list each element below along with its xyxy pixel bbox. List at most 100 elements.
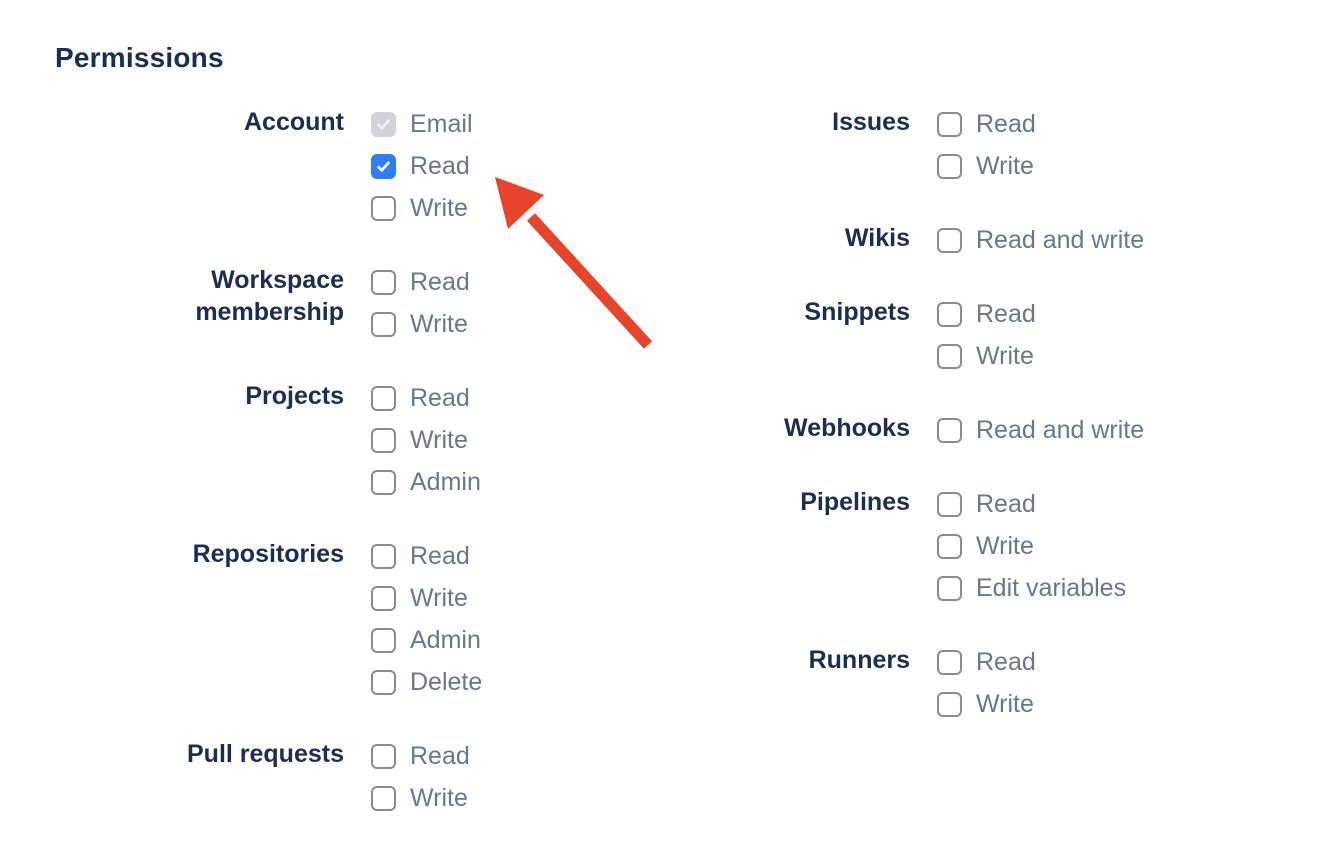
checkbox-option-pipelines-read[interactable]: Read — [937, 483, 1126, 525]
checkbox-label: Read and write — [976, 225, 1145, 254]
permissions-column-left: Account Email Read Write Workspace membe… — [55, 103, 482, 844]
group-label: Issues — [832, 108, 910, 136]
checkbox[interactable] — [371, 785, 396, 811]
group-options: Read Write Edit variables — [937, 483, 1126, 609]
checkbox-label: Read — [410, 383, 470, 412]
checkbox[interactable] — [937, 533, 962, 559]
checkbox-option-pull-requests-read[interactable]: Read — [371, 735, 470, 777]
group-label: Projects — [245, 382, 344, 410]
checkbox-option-snippets-write[interactable]: Write — [937, 335, 1036, 377]
checkbox[interactable] — [371, 269, 396, 295]
checkbox[interactable] — [937, 111, 962, 137]
checkbox[interactable] — [371, 543, 396, 569]
checkbox-label: Email — [410, 109, 473, 138]
checkbox-option-runners-read[interactable]: Read — [937, 641, 1036, 683]
page-title: Permissions — [55, 42, 224, 73]
group-options: Read Write — [371, 261, 470, 345]
checkbox-option-wikis-read-and-write[interactable]: Read and write — [937, 219, 1144, 261]
checkbox[interactable] — [937, 491, 962, 517]
group-options: Read Write — [371, 735, 470, 819]
checkmark-icon — [377, 119, 390, 130]
checkbox-option-pipelines-edit-variables[interactable]: Edit variables — [937, 567, 1126, 609]
checkbox-label: Write — [410, 783, 468, 812]
checkbox[interactable] — [371, 743, 396, 769]
group-label: Pull requests — [187, 740, 344, 768]
checkbox-label: Write — [976, 531, 1034, 560]
checkbox-label: Read — [976, 299, 1036, 328]
checkbox-option-projects-write[interactable]: Write — [371, 419, 481, 461]
group-options: Read Write Admin — [371, 377, 481, 503]
checkbox-label: Read — [410, 267, 470, 296]
checkbox-option-account-email[interactable]: Email — [371, 103, 473, 145]
checkbox-option-projects-admin[interactable]: Admin — [371, 461, 481, 503]
checkbox[interactable] — [937, 153, 962, 179]
checkbox-label: Write — [410, 583, 468, 612]
permissions-column-right: Issues Read Write Wikis Read and write — [750, 103, 1144, 757]
checkbox-option-account-write[interactable]: Write — [371, 187, 473, 229]
checkbox-label: Write — [410, 309, 468, 338]
checkbox[interactable] — [371, 385, 396, 411]
checkbox[interactable] — [937, 649, 962, 675]
checkbox[interactable] — [371, 669, 396, 695]
checkbox-label: Read — [976, 647, 1036, 676]
permission-group-workspace-membership: Workspace membership Read Write — [55, 261, 482, 345]
group-label: Wikis — [844, 224, 910, 252]
checkbox-label: Write — [410, 193, 468, 222]
group-options: Read Write — [937, 641, 1036, 725]
checkbox-option-pull-requests-write[interactable]: Write — [371, 777, 470, 819]
checkbox[interactable] — [371, 427, 396, 453]
checkbox-option-repositories-read[interactable]: Read — [371, 535, 482, 577]
checkbox-option-workspace-write[interactable]: Write — [371, 303, 470, 345]
checkbox-option-snippets-read[interactable]: Read — [937, 293, 1036, 335]
group-label: Repositories — [192, 540, 344, 568]
group-label: Snippets — [804, 298, 910, 326]
checkbox-label: Read — [410, 541, 470, 570]
checkbox-label: Write — [976, 689, 1034, 718]
permission-group-runners: Runners Read Write — [750, 641, 1144, 725]
checkbox[interactable] — [937, 301, 962, 327]
checkbox[interactable] — [371, 111, 396, 137]
checkbox-option-issues-read[interactable]: Read — [937, 103, 1036, 145]
checkbox[interactable] — [937, 417, 962, 443]
checkbox-option-projects-read[interactable]: Read — [371, 377, 481, 419]
group-label: Account — [244, 108, 344, 136]
checkbox-option-account-read[interactable]: Read — [371, 145, 473, 187]
annotation-arrow-head — [495, 177, 544, 229]
checkbox-option-runners-write[interactable]: Write — [937, 683, 1036, 725]
checkbox[interactable] — [371, 585, 396, 611]
checkbox-option-workspace-read[interactable]: Read — [371, 261, 470, 303]
checkbox[interactable] — [371, 469, 396, 495]
checkbox-option-repositories-write[interactable]: Write — [371, 577, 482, 619]
checkbox-label: Write — [976, 341, 1034, 370]
checkbox-label: Write — [976, 151, 1034, 180]
checkbox[interactable] — [937, 343, 962, 369]
checkbox[interactable] — [937, 227, 962, 253]
checkbox[interactable] — [371, 153, 396, 179]
checkbox-option-repositories-admin[interactable]: Admin — [371, 619, 482, 661]
checkbox-label: Read and write — [976, 415, 1145, 444]
group-label: Runners — [808, 646, 910, 674]
checkbox[interactable] — [371, 311, 396, 337]
group-options: Read Write — [937, 103, 1036, 187]
checkbox-option-webhooks-read-and-write[interactable]: Read and write — [937, 409, 1144, 451]
checkbox-label: Edit variables — [976, 573, 1127, 602]
checkbox-label: Write — [410, 425, 468, 454]
checkbox-option-issues-write[interactable]: Write — [937, 145, 1036, 187]
group-options: Email Read Write — [371, 103, 473, 229]
checkbox[interactable] — [937, 691, 962, 717]
checkbox[interactable] — [937, 575, 962, 601]
group-options: Read and write — [937, 409, 1144, 451]
group-options: Read Write — [937, 293, 1036, 377]
checkbox-label: Admin — [410, 625, 481, 654]
checkbox-option-repositories-delete[interactable]: Delete — [371, 661, 482, 703]
group-options: Read and write — [937, 219, 1144, 261]
checkbox-option-pipelines-write[interactable]: Write — [937, 525, 1126, 567]
checkbox[interactable] — [371, 627, 396, 653]
checkbox[interactable] — [371, 195, 396, 221]
permission-group-projects: Projects Read Write Admin — [55, 377, 482, 503]
permission-group-snippets: Snippets Read Write — [750, 293, 1144, 377]
permission-group-webhooks: Webhooks Read and write — [750, 409, 1144, 451]
group-label: Workspace membership — [195, 266, 344, 326]
checkbox-label: Delete — [410, 667, 483, 696]
permission-group-wikis: Wikis Read and write — [750, 219, 1144, 261]
